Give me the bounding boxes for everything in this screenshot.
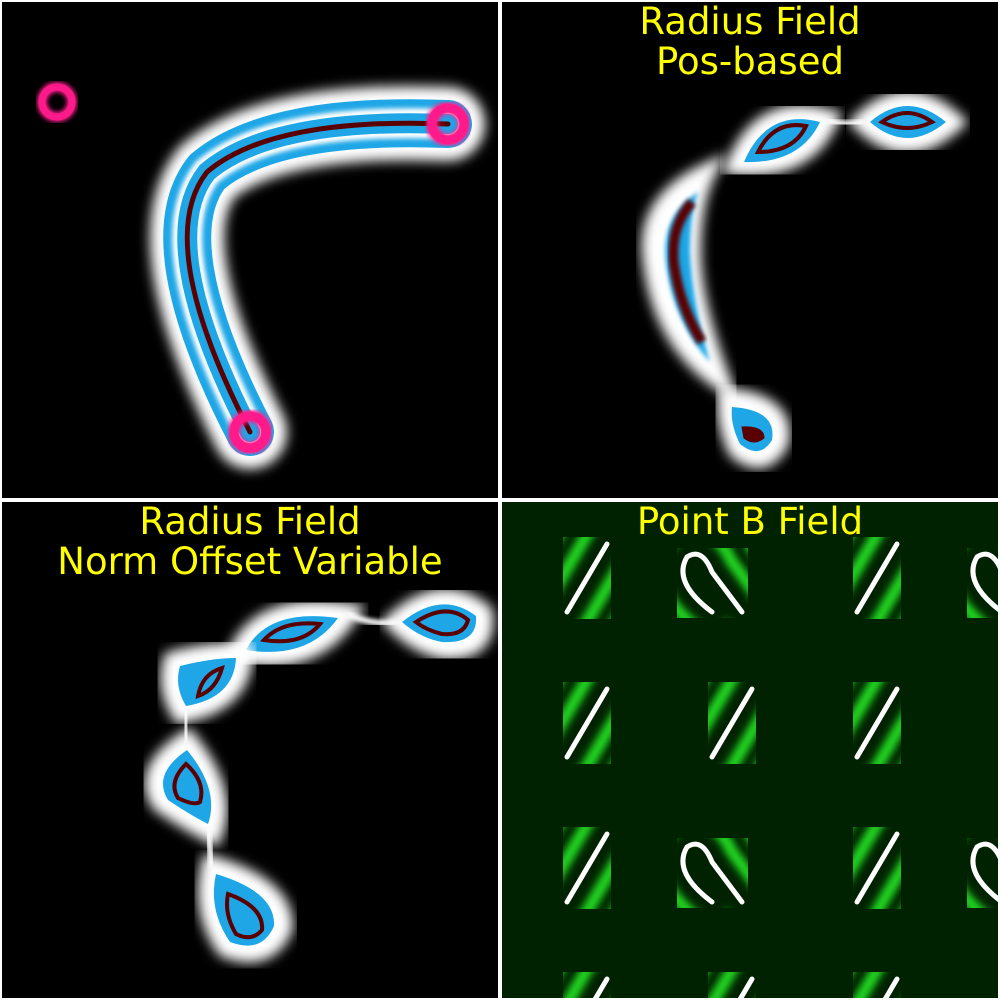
lobe-1 (380, 588, 494, 660)
lobe-2 (223, 600, 366, 667)
segment-line (592, 976, 610, 998)
segment-line (709, 686, 755, 760)
control-point-c[interactable] (228, 410, 272, 454)
segment-line (737, 976, 755, 998)
lobe-4 (144, 727, 228, 848)
field-tile (642, 894, 837, 998)
lobe-5 (198, 853, 294, 963)
radius-field-pos-canvas (641, 91, 969, 469)
segment-line (680, 551, 745, 615)
field-tile (502, 894, 692, 998)
field-tile (598, 759, 827, 987)
field-tile (888, 502, 998, 697)
lobe-3 (160, 642, 254, 725)
control-point-a[interactable] (37, 82, 77, 122)
lobe-bottom (717, 387, 790, 469)
segment-line (970, 551, 998, 612)
radius-field-norm-canvas (144, 588, 494, 963)
segment-line (882, 976, 900, 998)
point-b-field-canvas (502, 502, 998, 998)
lobe-top-middle (722, 105, 843, 176)
field-tile (787, 894, 982, 998)
curve-panel (2, 2, 498, 498)
field-tile (772, 604, 982, 842)
bezier-stroke (150, 86, 485, 469)
lobe-top-right (847, 91, 969, 153)
curve-canvas (37, 82, 485, 469)
field-tile (888, 759, 998, 987)
field-tile (598, 502, 827, 697)
control-point-b[interactable] (426, 102, 470, 146)
radius-field-pos-panel: Radius Field Pos-based (502, 2, 998, 498)
radius-field-norm-panel: Radius Field Norm Offset Variable (2, 502, 498, 998)
point-b-field-panel: Point B Field (502, 502, 998, 998)
arc-band (641, 153, 741, 405)
segment-line (970, 841, 998, 902)
field-tile (627, 604, 837, 842)
segment-line (680, 841, 745, 905)
field-tiles (502, 502, 998, 998)
segment-line (854, 686, 900, 760)
segment-line (564, 686, 610, 760)
field-tile (502, 604, 692, 842)
